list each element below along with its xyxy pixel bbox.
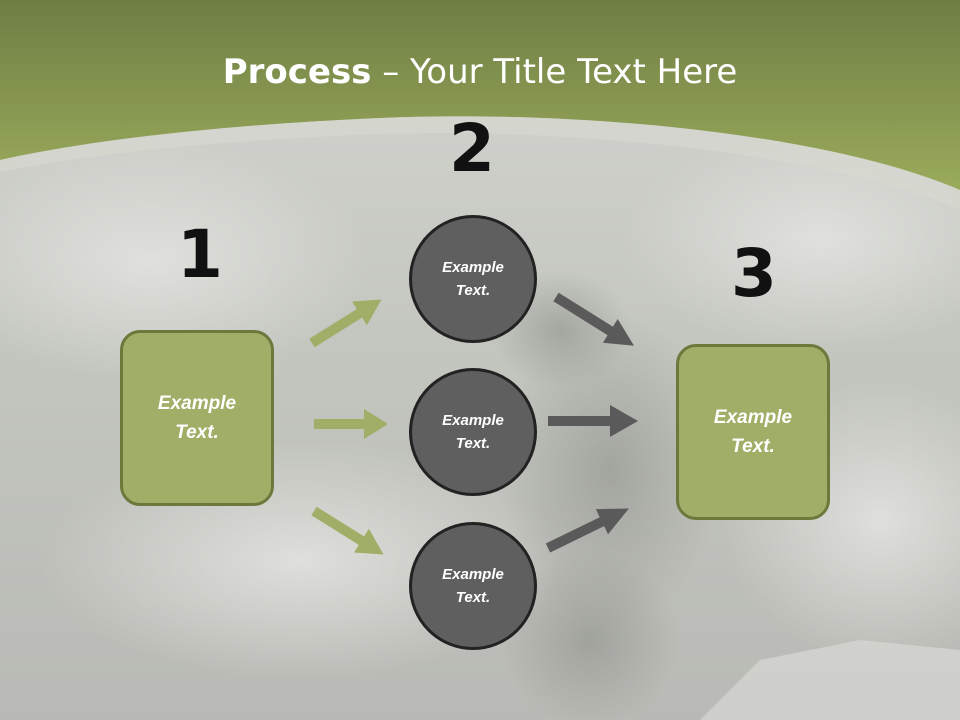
circle-1-label: Example Text. xyxy=(442,259,504,299)
circle-2: Example Text. xyxy=(409,368,537,496)
end-box-label: Example Text. xyxy=(713,407,793,457)
arrow-from-circle-1 xyxy=(553,292,635,346)
step-number-2: 2 xyxy=(449,110,495,187)
arrow-to-circle-2 xyxy=(314,409,388,439)
step-number-1: 1 xyxy=(177,216,223,293)
gray-arrows xyxy=(545,292,638,553)
arrow-to-circle-1 xyxy=(309,299,382,348)
circle-3-label: Example Text. xyxy=(442,566,504,606)
circle-2-label: Example Text. xyxy=(442,412,504,452)
title-rest: – Your Title Text Here xyxy=(371,52,738,92)
green-arrows xyxy=(309,299,388,555)
step-number-3: 3 xyxy=(731,235,777,312)
start-box-label: Example Text. xyxy=(157,393,237,443)
arrow-from-circle-3 xyxy=(545,508,629,553)
circle-3: Example Text. xyxy=(409,522,537,650)
end-box: Example Text. xyxy=(676,344,830,520)
arrow-from-circle-2 xyxy=(548,405,638,437)
circle-1: Example Text. xyxy=(409,215,537,343)
title-bold: Process xyxy=(222,52,372,92)
arrow-to-circle-3 xyxy=(311,506,384,555)
slide-title: Process – Your Title Text Here xyxy=(0,52,960,92)
start-box: Example Text. xyxy=(120,330,274,506)
